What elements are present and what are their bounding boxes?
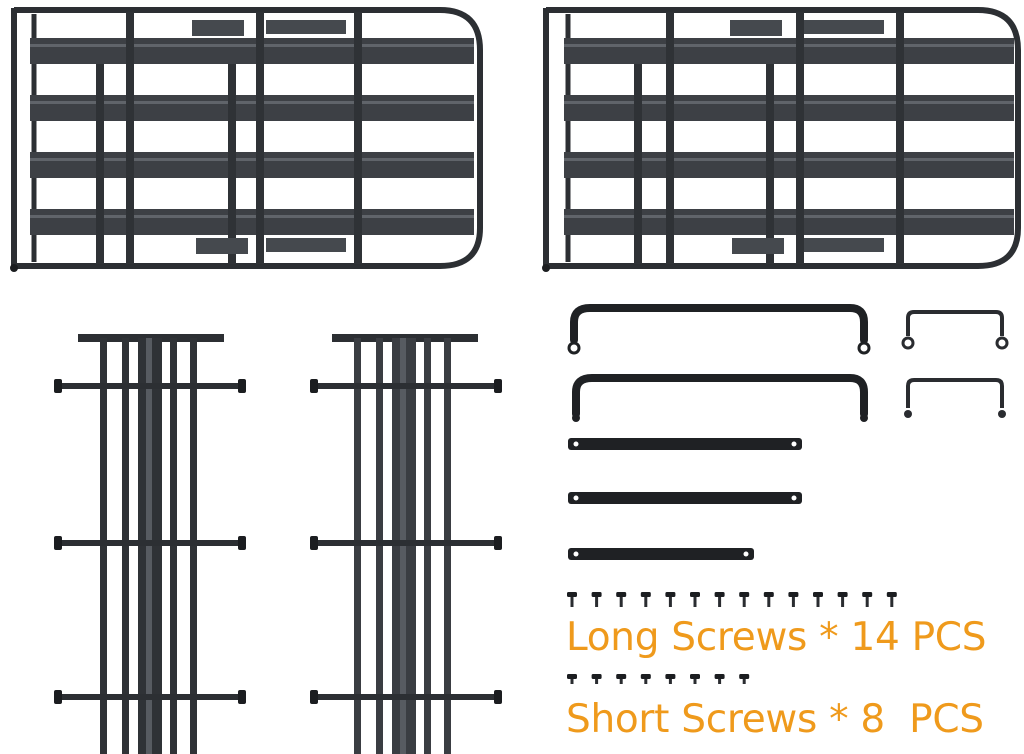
short-screw [567,674,577,684]
long-screw [616,592,627,607]
long-screw [886,592,897,607]
flat-bar-2 [568,492,802,504]
short-screw [690,674,700,684]
short-handle-1 [901,310,1009,350]
long-screw [567,592,577,607]
long-screw [813,592,823,607]
long-screw [690,592,700,607]
rack-panel-right [542,7,1021,272]
side-rail-left [54,334,246,754]
short-screw [714,674,725,684]
long-screw [763,592,774,607]
long-screw [788,592,799,607]
long-screw [739,592,750,607]
short-screw [665,674,676,684]
rack-panel-left [10,7,483,272]
long-screw [665,592,676,607]
long-screws-row [567,592,897,607]
flat-bar-1 [568,438,802,450]
long-handle-2 [572,374,868,422]
long-screws-label: Long Screws * 14 PCS [566,615,987,660]
short-screw [616,674,627,684]
long-screw [837,592,848,607]
short-handle-2 [904,378,1006,418]
flat-bar-3 [568,548,754,560]
long-screw [714,592,725,607]
short-screw [739,674,750,684]
short-screws-row [567,674,750,684]
long-screw [862,592,873,607]
long-screw [640,592,651,607]
short-screws-label: Short Screws * 8 PCS [566,697,984,742]
short-screw [591,674,602,684]
long-screw [591,592,602,607]
short-screw [640,674,651,684]
side-rail-right [310,334,502,754]
long-handle-1 [567,304,871,355]
